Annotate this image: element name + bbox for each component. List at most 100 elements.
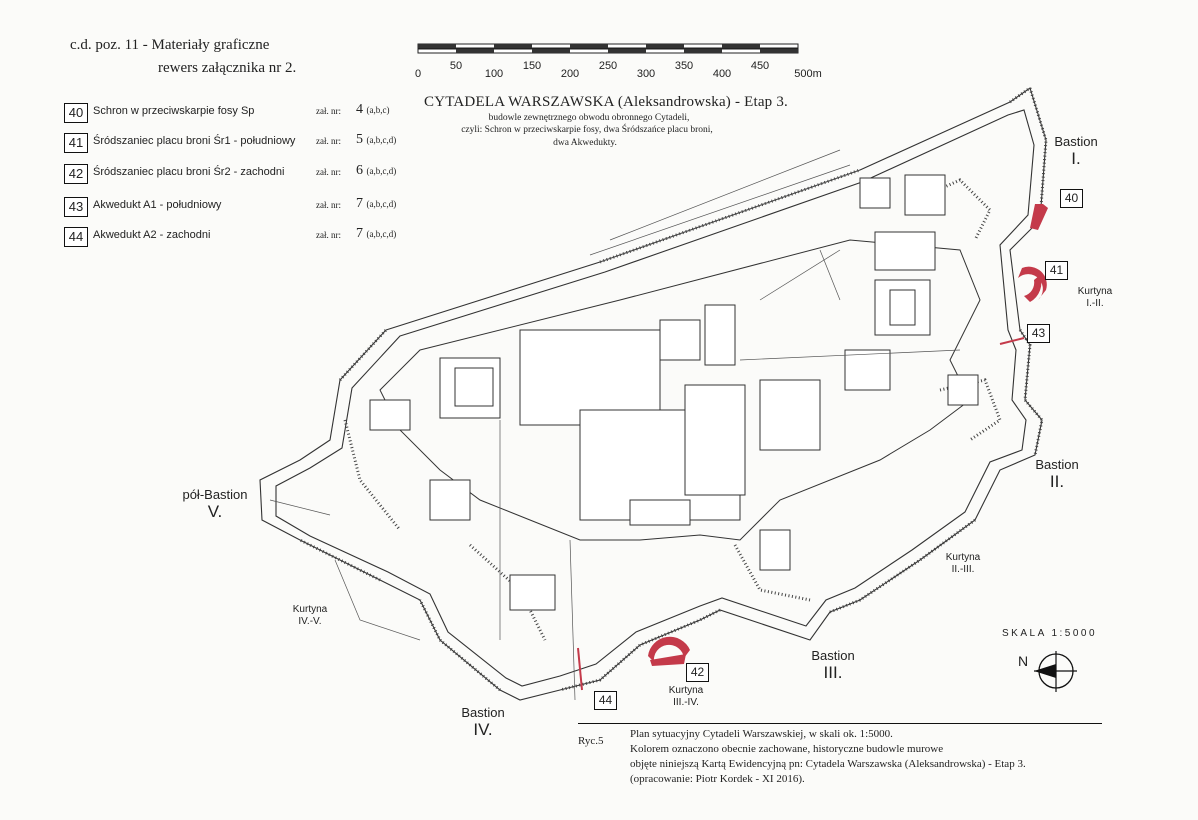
map-marker-44: 44 xyxy=(594,691,617,710)
map-marker-43: 43 xyxy=(1027,324,1050,343)
kurtyna-number: I.-II. xyxy=(1086,298,1104,309)
bastion-number: I. xyxy=(1071,149,1081,168)
header-line-2: rewers załącznika nr 2. xyxy=(158,60,297,76)
scale-label: 400 xyxy=(712,68,732,80)
caption-line-1: Plan sytuacyjny Cytadeli Warszawskiej, w… xyxy=(630,728,893,740)
bastion-word: pół-Bastion xyxy=(182,487,248,502)
map-marker-40: 40 xyxy=(1060,189,1083,208)
legend-ref-num: 4 xyxy=(356,102,363,117)
legend-label: Akwedukt A2 - zachodni xyxy=(93,229,211,241)
kurtyna-number: IV.-V. xyxy=(298,616,322,627)
legend-label: Schron w przeciwskarpie fosy Sp xyxy=(93,105,255,117)
legend-ref-label: zał. nr: xyxy=(316,230,341,240)
legend-ref-number: 4 (a,b,c) xyxy=(356,102,389,118)
legend-ref-number: 6 (a,b,c,d) xyxy=(356,163,396,179)
buildings xyxy=(369,174,979,611)
scale-text: SKALA 1:5000 xyxy=(1002,628,1098,639)
bastion-1-label: Bastion I. xyxy=(1054,134,1097,169)
scale-label: 100 xyxy=(484,68,504,80)
scale-label: 350 xyxy=(674,60,694,72)
legend-item: 40 Schron w przeciwskarpie fosy Sp zał. … xyxy=(64,102,424,123)
legend-ref-label: zał. nr: xyxy=(316,200,341,210)
kurtyna-word: Kurtyna xyxy=(945,552,981,563)
legend-number: 44 xyxy=(64,227,88,247)
legend-label: Akwedukt A1 - południowy xyxy=(93,199,222,211)
legend-number: 43 xyxy=(64,197,88,217)
scale-label: 50 xyxy=(449,60,463,72)
caption-line-4: (opracowanie: Piotr Kordek - XI 2016). xyxy=(630,773,805,785)
legend-item: 41 Śródszaniec placu broni Śr1 - południ… xyxy=(64,132,424,153)
kurtyna-3-4-label: Kurtyna III.-IV. xyxy=(669,685,703,709)
kurtyna-word: Kurtyna xyxy=(292,604,328,615)
bastion-number: II. xyxy=(1049,472,1065,491)
legend-number: 42 xyxy=(64,164,88,184)
legend-ref-sub: (a,b,c,d) xyxy=(366,166,397,176)
kurtyna-number: III.-IV. xyxy=(673,697,699,708)
legend-ref-number: 7 (a,b,c,d) xyxy=(356,196,396,212)
aqueduct-lines xyxy=(577,337,1025,691)
legend-number: 41 xyxy=(64,133,88,153)
bastion-word: Bastion xyxy=(811,648,855,663)
bastion-4-label: Bastion IV. xyxy=(461,705,504,740)
scale-label: 300 xyxy=(636,68,656,80)
legend-ref-sub: (a,b,c,d) xyxy=(366,135,397,145)
legend-label: Śródszaniec placu broni Śr2 - zachodni xyxy=(93,166,285,178)
scale-label: 200 xyxy=(560,68,580,80)
kurtyna-word: Kurtyna xyxy=(1077,286,1113,297)
caption-line-2: Kolorem oznaczono obecnie zachowane, his… xyxy=(630,743,944,755)
legend-ref-number: 5 (a,b,c,d) xyxy=(356,132,396,148)
kurtyna-number: II.-III. xyxy=(951,564,975,575)
legend-ref-sub: (a,b,c) xyxy=(366,105,390,115)
caption-figure-number: Ryc.5 xyxy=(578,735,604,747)
roads xyxy=(269,149,961,701)
legend-ref-num: 7 xyxy=(356,226,363,241)
bastion-number: V. xyxy=(207,502,223,521)
bastion-5-label: pół-Bastion V. xyxy=(182,487,247,522)
legend-ref-number: 7 (a,b,c,d) xyxy=(356,226,396,242)
caption-divider xyxy=(578,723,1102,724)
map-marker-42: 42 xyxy=(686,663,709,682)
map-subtitle-1: budowle zewnętrznego obwodu obronnego Cy… xyxy=(488,113,690,123)
scale-label: 150 xyxy=(522,60,542,72)
legend-ref-label: zał. nr: xyxy=(316,136,341,146)
bastion-word: Bastion xyxy=(461,705,505,720)
bastion-word: Bastion xyxy=(1035,457,1079,472)
header-line-1: c.d. poz. 11 - Materiały graficzne xyxy=(70,37,270,53)
kurtyna-2-3-label: Kurtyna II.-III. xyxy=(946,552,980,576)
scale-bar xyxy=(417,43,799,54)
north-label: N xyxy=(1018,653,1029,669)
legend-number: 40 xyxy=(64,103,88,123)
kurtyna-1-2-label: Kurtyna I.-II. xyxy=(1078,286,1112,310)
legend-item: 43 Akwedukt A1 - południowy zał. nr: 7 (… xyxy=(64,196,424,217)
kurtyna-4-5-label: Kurtyna IV.-V. xyxy=(293,604,327,628)
inner-enclosure xyxy=(379,239,981,541)
legend-item: 42 Śródszaniec placu broni Śr2 - zachodn… xyxy=(64,163,424,184)
map-title: CYTADELA WARSZAWSKA (Aleksandrowska) - E… xyxy=(424,94,788,110)
map-subtitle-2: czyli: Schron w przeciwskarpie fosy, dwa… xyxy=(461,125,713,135)
bastion-2-label: Bastion II. xyxy=(1035,457,1078,492)
legend-ref-label: zał. nr: xyxy=(316,167,341,177)
bastion-number: III. xyxy=(823,663,843,682)
legend-label: Śródszaniec placu broni Śr1 - południowy xyxy=(93,135,296,147)
caption-line-3: objęte niniejszą Kartą Ewidencyjną pn: C… xyxy=(630,758,1026,770)
bastion-number: IV. xyxy=(473,720,493,739)
scale-label: 250 xyxy=(598,60,618,72)
map-marker-41: 41 xyxy=(1045,261,1068,280)
legend-ref-sub: (a,b,c,d) xyxy=(366,229,397,239)
scale-label: 0 xyxy=(414,68,422,80)
map-subtitle-3: dwa Akwedukty. xyxy=(553,138,617,148)
highlighted-structures xyxy=(648,204,1048,666)
bastion-word: Bastion xyxy=(1054,134,1098,149)
bastion-3-label: Bastion III. xyxy=(811,648,854,683)
legend-ref-label: zał. nr: xyxy=(316,106,341,116)
legend-item: 44 Akwedukt A2 - zachodni zał. nr: 7 (a,… xyxy=(64,226,424,247)
legend-ref-num: 7 xyxy=(356,196,363,211)
scale-label: 450 xyxy=(750,60,770,72)
north-arrow-icon xyxy=(1034,651,1077,692)
scale-label: 500m xyxy=(794,68,822,80)
kurtyna-word: Kurtyna xyxy=(668,685,704,696)
legend-ref-sub: (a,b,c,d) xyxy=(366,199,397,209)
legend-ref-num: 5 xyxy=(356,132,363,147)
legend-ref-num: 6 xyxy=(356,163,363,178)
